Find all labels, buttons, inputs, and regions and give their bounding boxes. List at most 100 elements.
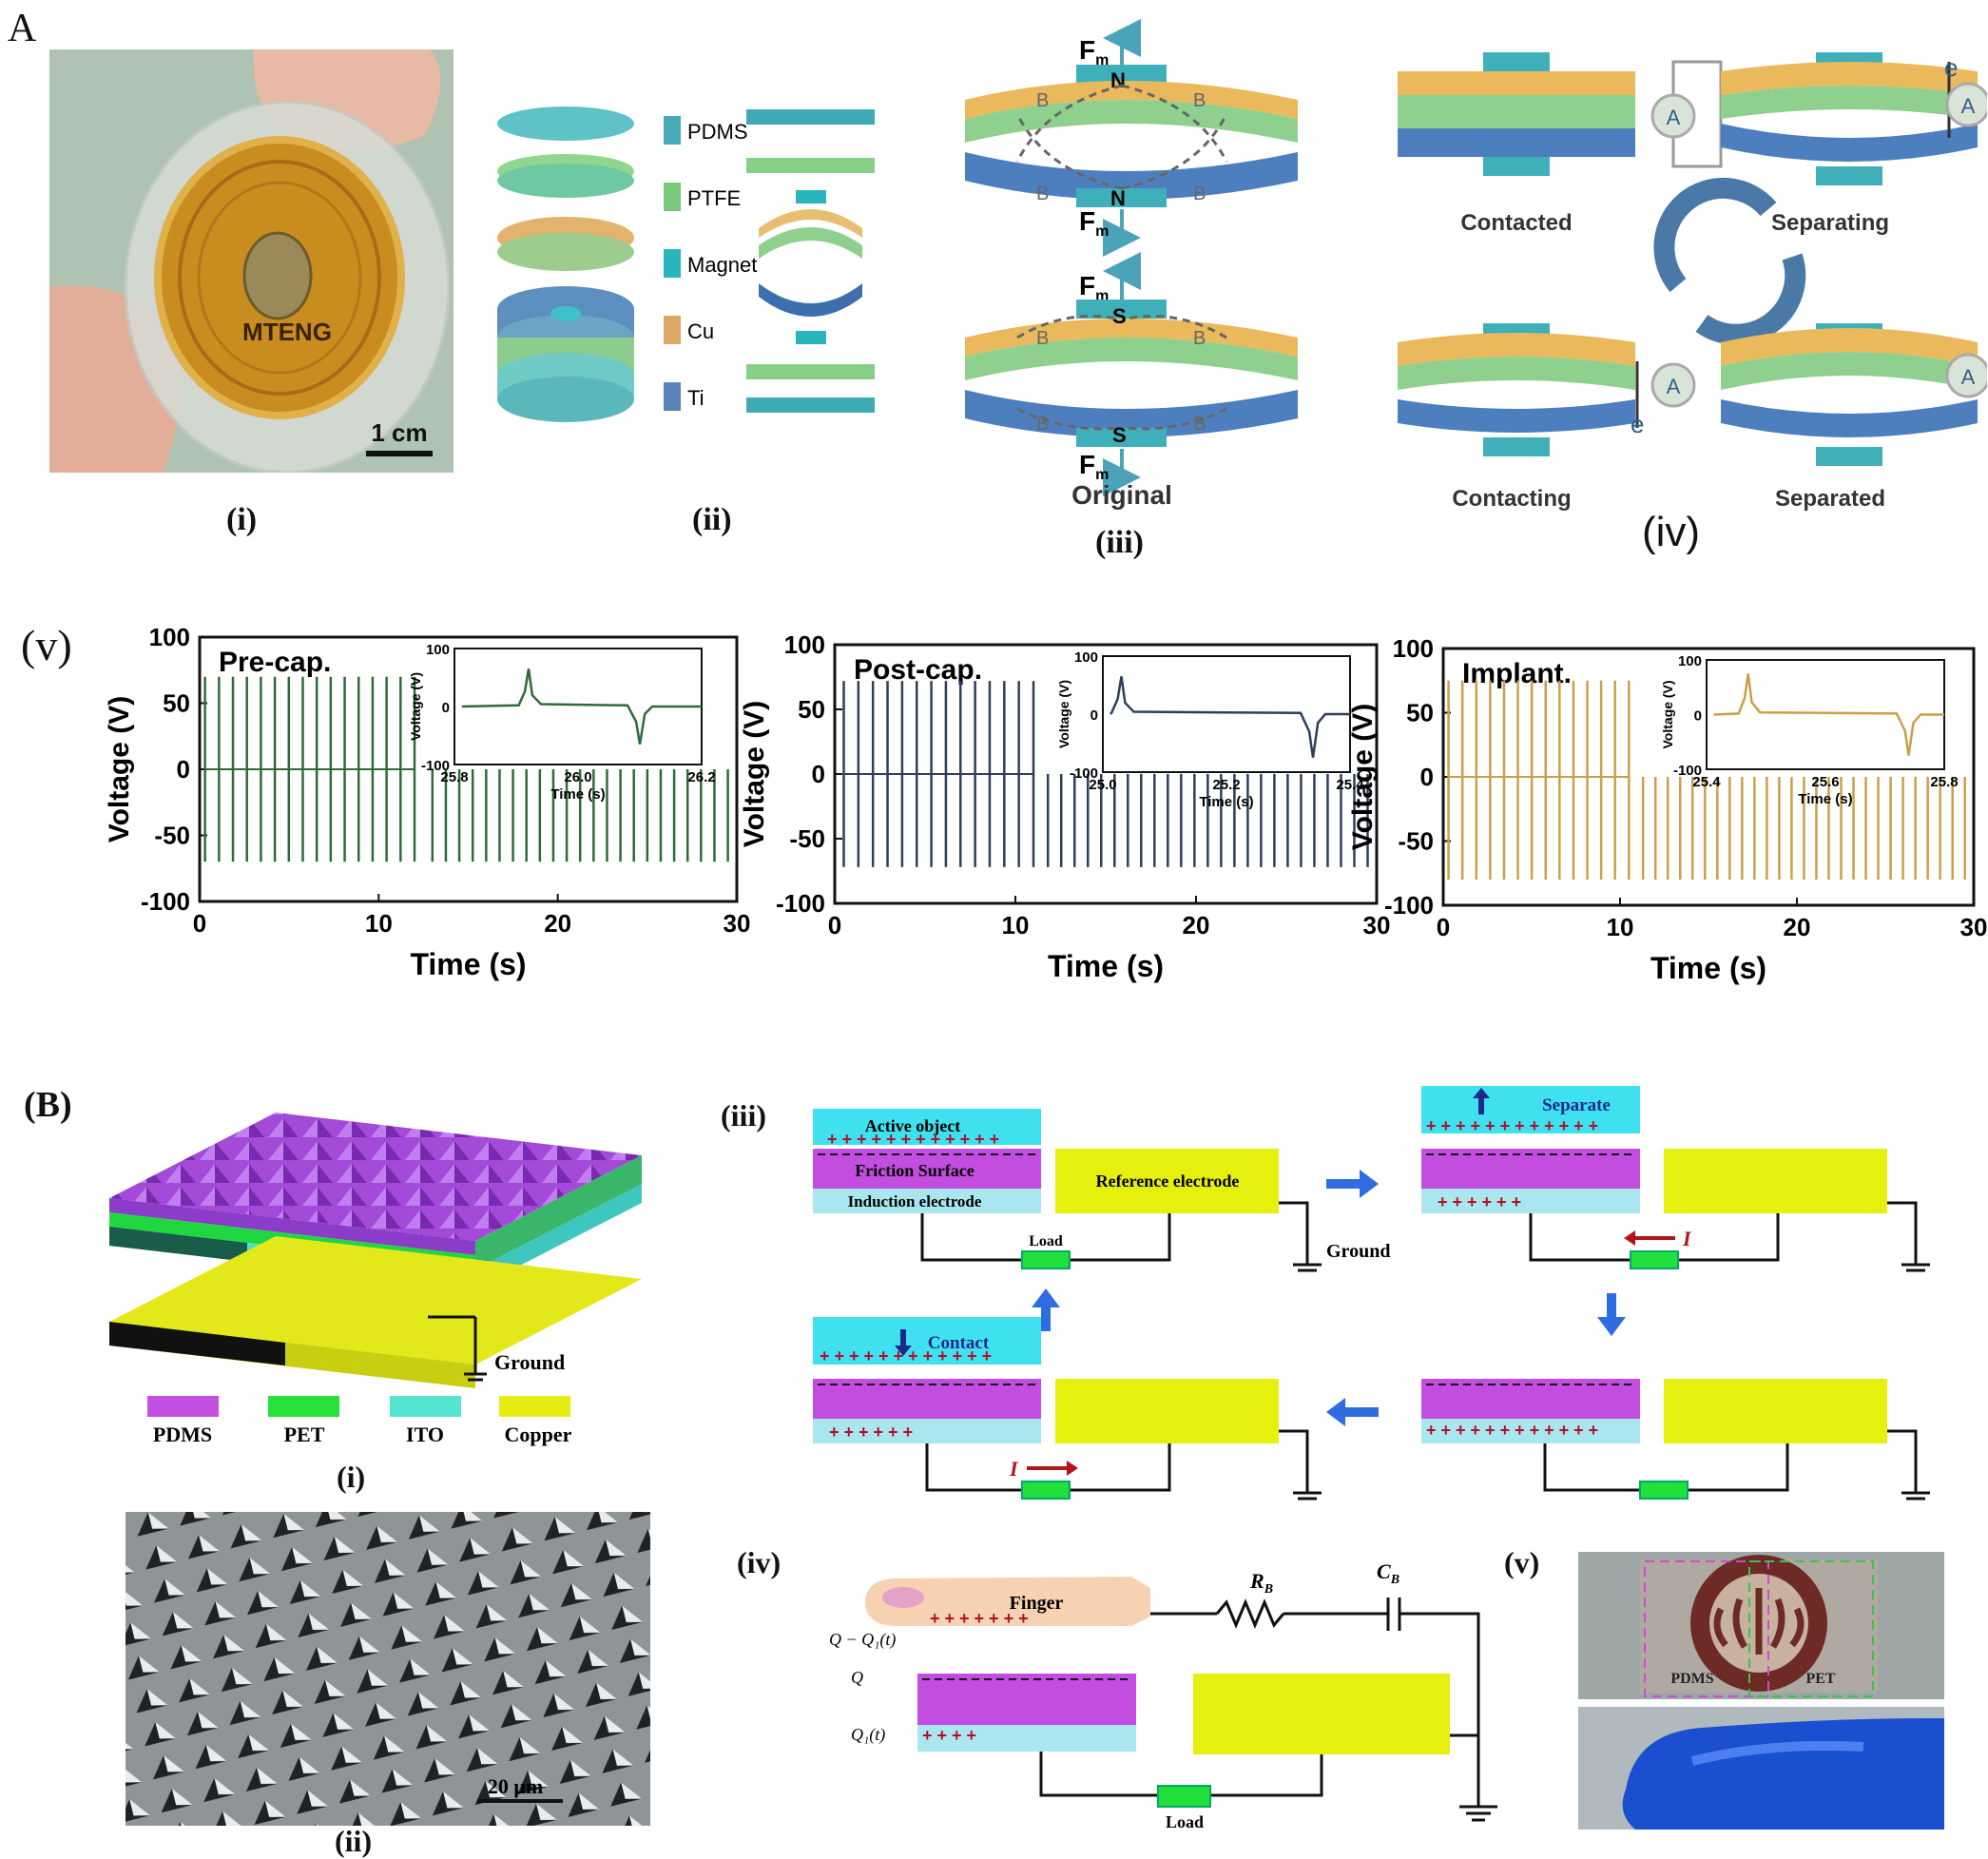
legend-pdms: PDMS	[687, 120, 748, 144]
y-tick-label: 0	[177, 755, 190, 784]
inset-frame	[1706, 659, 1945, 770]
inset-x-tick-label: 26.0	[564, 769, 591, 785]
inset-x-tick-label: 25.0	[1089, 777, 1116, 793]
force-label-1: Fm	[1079, 35, 1109, 68]
pole-s-bottom: S	[1112, 423, 1127, 447]
ammeter-1: A	[1667, 106, 1681, 129]
inset-x-label: Time (s)	[550, 786, 605, 803]
inset-trace	[1109, 676, 1350, 758]
cb-label: CB	[1377, 1559, 1399, 1587]
friction-surface-label: Friction Surface	[855, 1161, 974, 1180]
y-tick-label: -50	[1398, 827, 1434, 856]
legend-magnet: Magnet	[687, 253, 757, 277]
state-separating: Separating	[1771, 210, 1889, 236]
field-b-4: B	[1193, 184, 1206, 204]
y-tick-label: -50	[154, 822, 190, 850]
panel-b-v-label: (v)	[1504, 1545, 1540, 1579]
contact-label: Contact	[928, 1333, 990, 1353]
force-label-2: Fm	[1079, 206, 1109, 240]
field-b-2: B	[1193, 90, 1206, 111]
inset-x-tick-label: 25.8	[440, 769, 468, 785]
y-tick-label: -100	[776, 889, 825, 918]
inset-y-tick-label: 0	[442, 700, 450, 716]
inset-y-tick-label: 100	[1678, 653, 1702, 669]
panel-a-iv-diagram: A Contacted e A Separating e A Contactin…	[1398, 52, 1987, 512]
x-tick-label: 10	[1607, 913, 1634, 941]
q2-label: Q	[851, 1668, 863, 1687]
ammeter-2: A	[1961, 94, 1976, 118]
x-tick-label: 20	[1183, 911, 1210, 939]
x-tick-label: 30	[1363, 911, 1391, 939]
y-tick-label: 100	[149, 623, 190, 651]
inset-y-label: Voltage (V)	[1056, 680, 1071, 748]
panel-a-iv-label: (iv)	[1642, 509, 1701, 555]
arrow-down	[1597, 1293, 1626, 1336]
inset-y-tick-label: -100	[1070, 765, 1098, 782]
electron-2: e	[1631, 410, 1644, 438]
scale-bar	[366, 451, 433, 456]
arrow-right-1	[1326, 1170, 1379, 1198]
field-b-3: B	[1036, 184, 1049, 204]
x-tick-label: 0	[193, 909, 206, 938]
x-tick-label: 30	[1960, 913, 1988, 941]
panel-a-v-label: (v)	[21, 621, 72, 669]
panel-b-iv-label: (iv)	[737, 1545, 782, 1579]
force-label-4: Fm	[1079, 450, 1109, 483]
panel-b-iii-label: (iii)	[721, 1098, 766, 1133]
active-object-label: Active object	[865, 1116, 960, 1135]
load-label-1: Load	[1029, 1233, 1063, 1249]
y-tick-label: 50	[1406, 699, 1434, 727]
legend-b-pdms: PDMS	[153, 1423, 212, 1446]
state-contacted: Contacted	[1460, 210, 1572, 236]
y-axis-label: Voltage (V)	[104, 696, 135, 842]
sem-scale-bar	[477, 1799, 563, 1803]
pole-s-top: S	[1112, 304, 1127, 328]
panel-b-iv-diagram: Finger + + + + + + + Q − Q₁(t) RB CB Q +…	[829, 1559, 1497, 1831]
panel-a-ii-diagram: PDMS PTFE Magnet Cu Ti	[497, 107, 875, 422]
y-tick-label: -50	[789, 824, 825, 853]
x-tick-label: 10	[365, 909, 393, 938]
inset-x-label: Time (s)	[1798, 791, 1852, 807]
ammeter-3: A	[1667, 375, 1681, 398]
field-b-8: B	[1193, 414, 1206, 435]
q1-label: Q − Q₁(t)	[829, 1630, 896, 1650]
pole-n-bottom: N	[1110, 186, 1126, 210]
legend-b-pet: PET	[284, 1423, 325, 1446]
y-tick-label: 100	[1393, 634, 1434, 663]
scale-bar-label: 1 cm	[371, 418, 427, 447]
legend-b-copper: Copper	[505, 1423, 572, 1446]
panel-b-ii-label: (ii)	[335, 1824, 373, 1858]
pdms-photo-label: PDMS	[1670, 1671, 1713, 1687]
field-b-7: B	[1036, 414, 1049, 435]
x-axis-label: Time (s)	[1650, 951, 1766, 985]
legend-ti: Ti	[687, 386, 704, 410]
chart-title: Post-cap.	[854, 654, 982, 686]
inset-x-tick-label: 25.4	[1336, 777, 1364, 793]
panel-a-iii-diagram: Fm N N B B B B Fm Fm S S B B B B Fm Orig…	[965, 19, 1298, 510]
x-axis-label: Time (s)	[1048, 949, 1164, 983]
ground-label-bi: Ground	[494, 1350, 565, 1374]
y-tick-label: 50	[798, 695, 825, 724]
inset-frame	[1102, 655, 1351, 773]
x-tick-label: 0	[828, 911, 841, 939]
inset-x-tick-label: 25.2	[1212, 777, 1240, 793]
reference-electrode-label: Reference electrode	[1096, 1172, 1240, 1191]
panel-b-i-diagram: Ground PDMS PET ITO Copper	[109, 1113, 642, 1446]
inset-y-tick-label: 0	[1091, 707, 1098, 724]
y-tick-label: -100	[141, 887, 190, 916]
plus-row-1: + + + + + + + + + + + +	[827, 1130, 999, 1149]
plus-row-4: + + + + + + + + + + + +	[820, 1346, 992, 1365]
panel-a-letter: A	[8, 7, 37, 50]
y-axis-label: Voltage (V)	[739, 701, 770, 847]
plus-row-6: + + + + + + + + + + + +	[1426, 1421, 1598, 1440]
pet-photo-label: PET	[1805, 1671, 1835, 1687]
ground-label-biii: Ground	[1326, 1241, 1390, 1262]
original-caption: Original	[1071, 480, 1172, 510]
load-label-iv: Load	[1166, 1812, 1204, 1831]
y-tick-label: -100	[1384, 891, 1434, 920]
inset-y-tick-label: 100	[1074, 649, 1098, 666]
